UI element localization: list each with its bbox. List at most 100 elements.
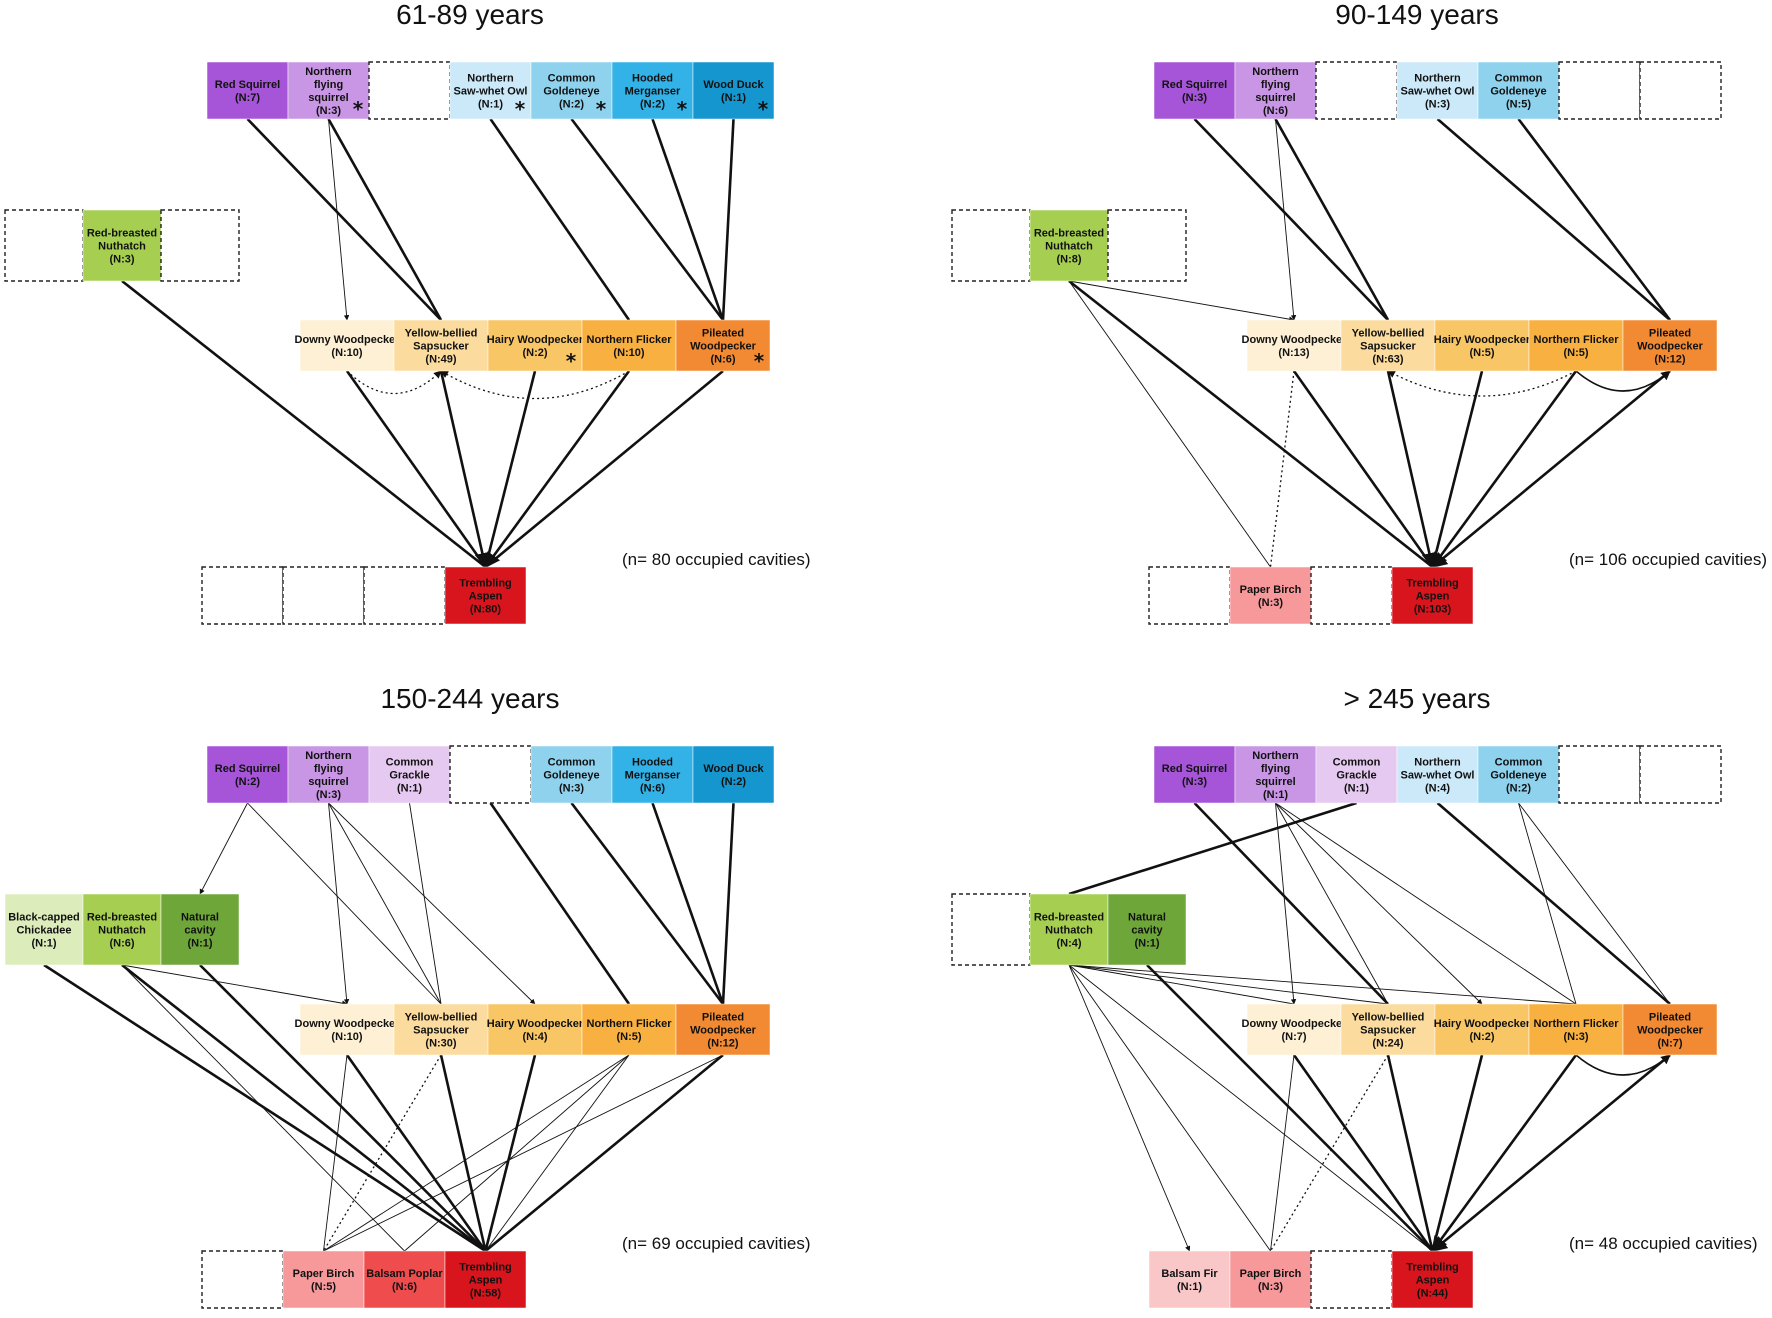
edge-nfs-to-dw [328, 802, 350, 1005]
node-name-line: Saw-whet Owl [1401, 770, 1475, 782]
node-box [1029, 893, 1109, 966]
node-count: (N:10) [331, 347, 363, 359]
edge-layer [1068, 118, 1672, 569]
edge-cgr-to-ybs [409, 802, 442, 1005]
node-name-line: Sapsucker [1360, 341, 1416, 353]
edge-rbn-to-dw [1068, 280, 1295, 322]
empty-slot [1148, 566, 1231, 625]
node-name-line: Natural [1128, 912, 1166, 924]
node-name-line: Wood Duck [703, 763, 764, 775]
edge-ybs-to-pb [322, 1054, 442, 1252]
edge-cg-to-pw [1517, 118, 1672, 321]
node-name-line: Pileated [1649, 328, 1691, 340]
node-box [206, 61, 289, 120]
node-box [82, 209, 162, 282]
node-name-line: squirrel [308, 776, 348, 788]
node-box [1340, 319, 1436, 372]
empty-slot [1639, 61, 1722, 120]
node-name-line: Northern [305, 66, 352, 78]
node-name-line: Woodpecker [690, 1025, 757, 1037]
edge-pw-to-ta [1431, 1053, 1671, 1253]
node-count: (N:2) [721, 776, 746, 788]
node-name-line: Merganser [625, 86, 681, 98]
node-name-line: Pileated [702, 1012, 744, 1024]
node-name-line: Woodpecker [1637, 1025, 1704, 1037]
node-name-line: Trembling [459, 578, 512, 590]
node-count: (N:1) [187, 938, 212, 950]
node-balsam-poplar: Balsam Poplar(N:6) [363, 1250, 446, 1309]
node-wood-duck: Wood Duck(N:2) [692, 745, 775, 804]
edge-wd-to-pw [721, 802, 735, 1005]
node-box [1029, 209, 1109, 282]
edge-ybs-to-ta [1386, 370, 1437, 569]
node-box [581, 1003, 677, 1056]
node-count: (N:1) [721, 92, 746, 104]
node-name-line: Goldeneye [543, 86, 599, 98]
occupied-cavities-label: (n= 106 occupied cavities) [1569, 550, 1767, 569]
node-name-line: Red-breasted [1034, 912, 1104, 924]
node-name-line: Balsam Poplar [366, 1268, 443, 1280]
node-red-squirrel: Red Squirrel(N:2) [206, 745, 289, 804]
node-box [363, 1250, 446, 1309]
node-count: (N:1) [1344, 783, 1369, 795]
node-count: (N:6) [640, 783, 665, 795]
node-box [368, 745, 451, 804]
edge-bcc-to-ta [43, 963, 487, 1253]
node-name-line: Red Squirrel [215, 79, 280, 91]
node-name-line: Yellow-bellied [1352, 328, 1425, 340]
node-box [1229, 1250, 1312, 1309]
node-count: (N:7) [235, 92, 260, 104]
panel-245-years: Red Squirrel(N:3)Northernflyingsquirrel(… [951, 683, 1758, 1309]
node-hairy-woodpecker: Hairy Woodpecker(N:5) [1434, 319, 1531, 372]
edge-rbn-to-bf [1068, 964, 1191, 1252]
edge-nsw-to-pw [1436, 802, 1671, 1005]
edge-rbn-to-pb [1068, 964, 1271, 1252]
node-paper-birch: Paper Birch(N:3) [1229, 566, 1312, 625]
node-count: (N:6) [1263, 105, 1288, 117]
edge-hw-to-ta [484, 370, 537, 568]
node-name-line: cavity [184, 925, 216, 937]
node-count: (N:4) [1425, 783, 1450, 795]
node-name-line: Northern Flicker [1534, 334, 1620, 346]
node-name-line: Nuthatch [98, 925, 146, 937]
node-name-line: Sapsucker [413, 341, 469, 353]
node-count: (N:2) [1469, 1031, 1494, 1043]
node-count: (N:8) [1056, 254, 1081, 266]
node-box [444, 566, 527, 625]
node-name-line: Pileated [702, 328, 744, 340]
node-name-line: Pileated [1649, 1012, 1691, 1024]
edge-wd-to-pw [721, 118, 735, 321]
node-northern-flicker: Northern Flicker(N:3) [1528, 1003, 1624, 1056]
panel-90-149-years: Red Squirrel(N:3)Northernflyingsquirrel(… [951, 0, 1767, 625]
node-name-line: Black-capped [8, 912, 80, 924]
edge-nf-to-ybs [1387, 370, 1577, 397]
node-box [1107, 893, 1187, 966]
edge-rbn-to-ta [1068, 964, 1433, 1252]
node-box [1153, 61, 1236, 120]
empty-slot [1639, 745, 1722, 804]
empty-slot [160, 209, 240, 282]
empty-slot [1558, 745, 1641, 804]
edge-rbn-to-ta [121, 963, 487, 1253]
node-name-line: Northern Flicker [587, 1018, 673, 1030]
node-count: (N:5) [1506, 99, 1531, 111]
node-count: (N:80) [470, 604, 502, 616]
node-box [444, 1250, 527, 1309]
node-downy-woodpecker: Downy Woodpecker(N:7) [1242, 1003, 1347, 1056]
edge-rs-to-ybs [246, 118, 442, 321]
edge-layer [1068, 801, 1671, 1253]
node-box [1396, 745, 1479, 804]
node-count: (N:3) [1258, 1281, 1283, 1293]
empty-slot [1310, 1250, 1393, 1309]
node-name-line: Goldeneye [1490, 86, 1546, 98]
edge-pw-to-ta [484, 369, 724, 569]
